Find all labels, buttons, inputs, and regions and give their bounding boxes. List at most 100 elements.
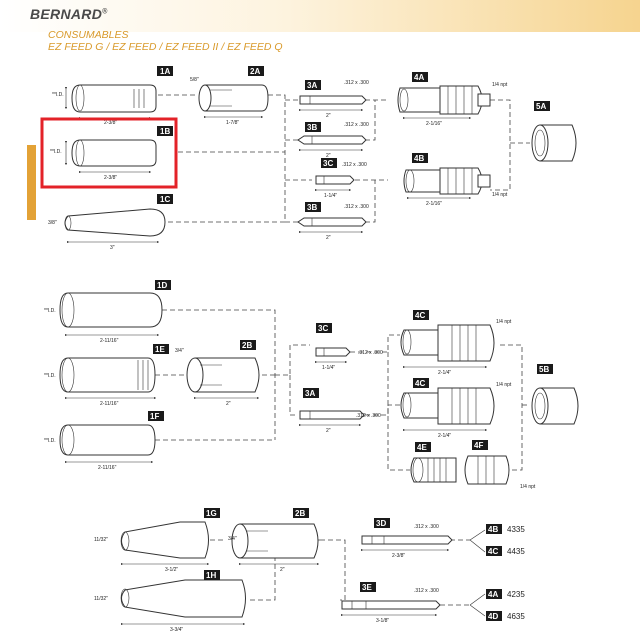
dim-id-1A: **I.D.	[52, 92, 64, 98]
nozzle-1F: **I.D. 2-11/16" 1F	[44, 411, 164, 471]
label-1C: 1C	[160, 195, 170, 204]
dim-4F-npt: 1/4 npt	[520, 484, 536, 490]
dim-4Cb-length: 2-1/4"	[438, 433, 451, 439]
part-number-4A: 4235	[507, 590, 525, 599]
dim-3A-spec: .312 x .300	[344, 80, 369, 86]
part-number-4D: 4635	[507, 612, 525, 621]
label-4C-a: 4C	[415, 311, 425, 320]
retaining-head-4C-b: 2-1/4" 1/4 npt 4C	[400, 378, 512, 439]
contact-tip-3A-middle: 2" .312 x .300 3A	[298, 388, 381, 434]
dim-id-1B: **I.D.	[50, 149, 62, 155]
dim-3Am-length: 2"	[326, 428, 331, 434]
label-3A-top: 3A	[307, 81, 317, 90]
nozzle-1E: **I.D. 3/4" 2-11/16" 1E	[44, 344, 184, 407]
nozzle-1H: 11/32" 3-3/4" 1H	[94, 570, 246, 633]
label-3B-top: 3B	[307, 123, 317, 132]
label-3A-middle: 3A	[305, 389, 315, 398]
label-5A: 5A	[536, 102, 546, 111]
dim-4Ca-npt: 1/4 npt	[496, 319, 512, 325]
dim-3E-length: 3-1/8"	[376, 618, 389, 624]
retaining-head-4B: 2-1/16" 1/4 npt 4B	[403, 153, 508, 207]
label-3E: 3E	[362, 583, 372, 592]
label-1A: 1A	[160, 67, 170, 76]
contact-tip-3C-top: 1-1/4" .312 x .300 3C	[314, 158, 367, 199]
highlight-box-1B	[40, 117, 178, 189]
nozzle-1B: **I.D. 2-3/8" 1B	[40, 117, 178, 189]
dim-3D-length: 2-3/8"	[392, 553, 405, 559]
brand-logo: BERNARD®	[30, 6, 108, 22]
dim-1C-length: 3"	[110, 245, 115, 251]
label-5B: 5B	[539, 365, 549, 374]
dim-1H-length: 3-3/4"	[170, 627, 183, 633]
dim-3B-spec: .312 x .300	[344, 122, 369, 128]
dim-3C-length: 1-1/4"	[324, 193, 337, 199]
dim-1D-length: 2-11/16"	[100, 338, 119, 344]
dim-4A-npt: 1/4 npt	[492, 82, 508, 88]
dim-1C-diameter: 3/8"	[48, 220, 57, 226]
label-3B-lower: 3B	[307, 203, 317, 212]
contact-tip-3B-lower: 2" .312 x .300 3B	[297, 202, 369, 241]
label-4C-ref: 4C	[488, 547, 498, 556]
label-4E: 4E	[417, 443, 427, 452]
dim-3A-length: 2"	[326, 113, 331, 119]
label-4D-ref: 4D	[488, 612, 498, 621]
insulator-2A: 5/8" 1-7/8" 2A	[190, 66, 269, 126]
label-4F: 4F	[474, 441, 483, 450]
head-reference-list: 4B 4335 4C 4435 4A 4235 4D 4635	[469, 524, 525, 621]
dim-1G-diameter: 11/32"	[94, 537, 108, 543]
label-3D: 3D	[376, 519, 386, 528]
header-banner: BERNARD®	[0, 0, 640, 32]
connector-lines-section-2	[155, 309, 530, 471]
dim-3B-length: 2"	[326, 153, 331, 159]
nozzle-1C: 3/8" 3" 1C	[48, 194, 173, 251]
part-number-4C: 4435	[507, 547, 525, 556]
label-1G: 1G	[206, 509, 217, 518]
adapter-4E: 4E	[410, 442, 457, 483]
dim-1H-diameter: 11/32"	[94, 596, 108, 602]
title-line-1: CONSUMABLES	[48, 29, 129, 41]
connector-lines-section-1	[158, 94, 530, 223]
contact-tip-3B-top: 2" .312 x .300 3B	[297, 122, 369, 159]
dim-id-1D: **I.D.	[44, 308, 56, 314]
label-1B: 1B	[160, 127, 170, 136]
dim-3D-spec: .312 x .300	[414, 524, 439, 530]
dim-3B2-length: 2"	[326, 235, 331, 241]
label-3C-middle: 3C	[318, 324, 328, 333]
dim-1G-length: 3-1/2"	[165, 567, 178, 573]
dim-id-1E: **I.D.	[44, 373, 56, 379]
dim-3B2-spec: .312 x .300	[344, 204, 369, 210]
dim-id-1F: **I.D.	[44, 438, 56, 444]
nozzle-1G: 11/32" 3-1/2" 1G	[94, 508, 220, 573]
gas-diffuser-ring-5A: 5A	[531, 101, 577, 162]
dim-4B-length: 2-1/16"	[426, 201, 442, 207]
label-1E: 1E	[155, 345, 165, 354]
dim-1A-length: 2-3/8"	[104, 120, 117, 126]
page-title: CONSUMABLES EZ FEED G / EZ FEED / EZ FEE…	[48, 29, 283, 53]
gas-diffuser-ring-5B: 5B	[531, 364, 579, 425]
dim-4B-npt: 1/4 npt	[492, 192, 508, 198]
contact-tip-3C-middle: 1-1/4" .312 x .300 3C	[314, 323, 383, 371]
dim-3Cm-length: 1-1/4"	[322, 365, 335, 371]
dim-4A-length: 2-1/16"	[426, 121, 442, 127]
adapter-4F: 1/4 npt 4F	[464, 440, 536, 490]
label-4A: 4A	[414, 73, 424, 82]
contact-tip-3E: 3-1/8" .312 x .300 3E	[340, 582, 441, 624]
label-3C-top: 3C	[323, 159, 333, 168]
label-1D: 1D	[157, 281, 167, 290]
dim-2A-diameter: 5/8"	[190, 77, 199, 83]
nozzle-1D: **I.D. 2-11/16" 1D	[44, 280, 171, 344]
label-4B: 4B	[414, 154, 424, 163]
dim-1E-length: 2-11/16"	[100, 401, 119, 407]
label-2B-lower: 2B	[295, 509, 305, 518]
label-4A-ref: 4A	[488, 590, 498, 599]
label-2A: 2A	[250, 67, 260, 76]
insulator-2B-lower: 3/4" 2" 2B	[228, 508, 320, 573]
title-line-2: EZ FEED G / EZ FEED / EZ FEED II / EZ FE…	[48, 41, 283, 53]
label-4B-ref: 4B	[488, 525, 498, 534]
label-4C-b: 4C	[415, 379, 425, 388]
dim-3E-spec: .312 x .300	[414, 588, 439, 594]
dim-3Am-spec: .312 x .300	[356, 413, 381, 419]
dim-1F-length: 2-11/16"	[98, 465, 117, 471]
dim-2B-diameter: 3/4"	[228, 536, 237, 542]
